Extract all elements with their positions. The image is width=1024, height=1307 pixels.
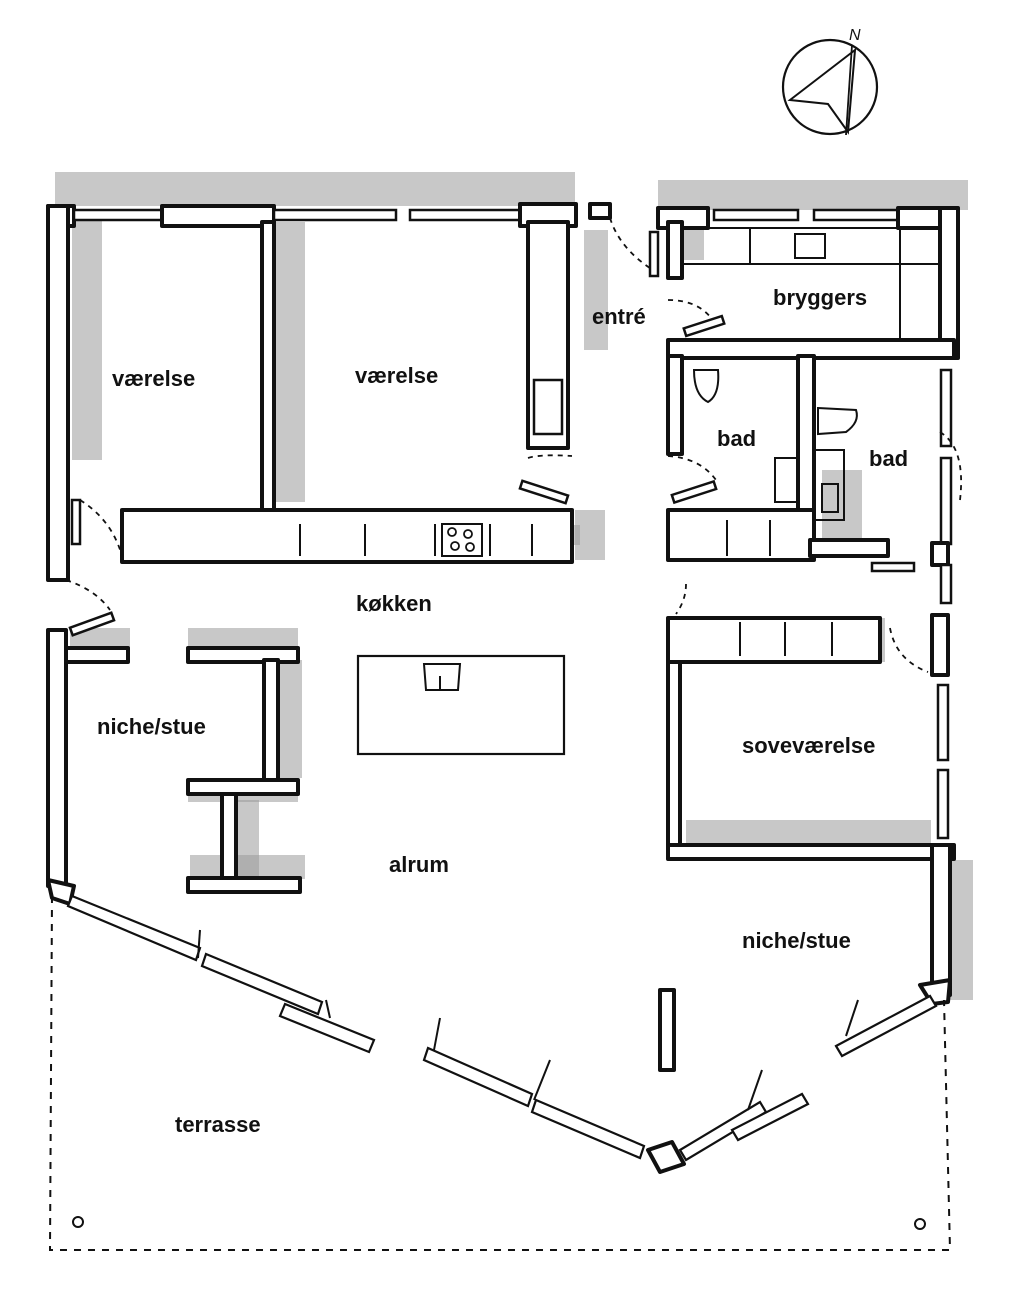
room-label-bryggers: bryggers <box>773 285 867 310</box>
room-label-vaerelse-west: værelse <box>112 366 195 391</box>
walls <box>46 202 960 1072</box>
terrace-outline <box>48 895 952 1251</box>
room-label-vaerelse-mid: værelse <box>355 363 438 388</box>
room-label-kokken: køkken <box>356 591 432 616</box>
room-labels: værelse værelse entré bryggers bad bad k… <box>97 285 908 1137</box>
compass-north-label: N <box>849 27 861 44</box>
room-label-terrasse: terrasse <box>175 1112 261 1137</box>
south-glazing <box>66 894 938 1174</box>
room-label-bad-2: bad <box>869 446 908 471</box>
room-label-entre: entré <box>592 304 646 329</box>
kitchen-island <box>356 654 566 756</box>
room-label-niche-stue-west: niche/stue <box>97 714 206 739</box>
room-label-bad-1: bad <box>717 426 756 451</box>
room-label-alrum: alrum <box>389 852 449 877</box>
room-label-niche-stue-east: niche/stue <box>742 928 851 953</box>
compass: N <box>781 27 879 136</box>
room-label-sovevaerelse: soveværelse <box>742 733 875 758</box>
north-arrow-icon <box>787 47 857 135</box>
door-swings <box>65 217 962 673</box>
